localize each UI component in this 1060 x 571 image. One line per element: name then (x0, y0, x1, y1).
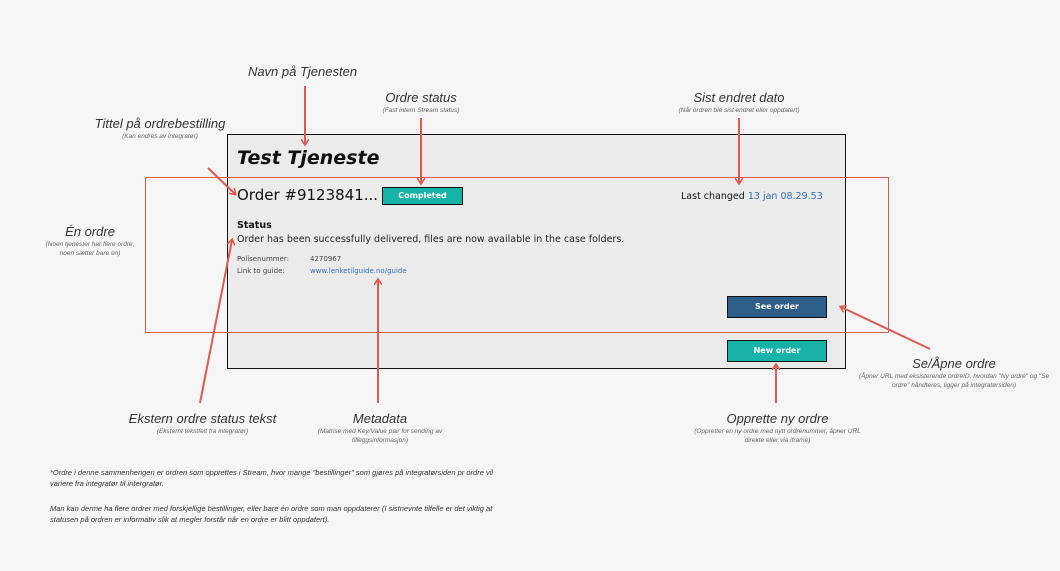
one-order-frame (145, 177, 889, 333)
metadata-key: Polisenummer: (237, 255, 290, 263)
last-changed-date: 13 jan 08.29.53 (747, 191, 823, 202)
guide-link[interactable]: www.lenketilguide.no/guide (310, 267, 407, 275)
annotation-one-order-sub: (Noen tjenester har flere ordre, noen sæ… (45, 241, 135, 257)
service-title: Test Tjeneste (237, 147, 380, 169)
annotation-create-order-sub: (Oppretter en ny ordre med nytt ordrenum… (694, 428, 861, 444)
annotation-order-status-sub: (Fast intern Stream status) (382, 107, 460, 114)
annotation-external-status: Ekstern ordre status tekst (128, 411, 277, 426)
annotation-metadata-sub: (Matrise med Key/Value pair for sending … (317, 428, 443, 444)
annotation-last-changed: Sist endret dato (693, 90, 785, 105)
see-order-button[interactable]: See order (727, 296, 827, 318)
annotation-open-order-sub: (Åpner URL med eksisterende ordreID, hvo… (858, 373, 1050, 389)
metadata-key: Link to guide: (237, 267, 285, 275)
status-badge: Completed (382, 187, 463, 205)
arrow-external-status (199, 240, 232, 404)
last-changed: Last changed 13 jan 08.29.53 (681, 191, 823, 202)
order-title: Order #9123841... (237, 186, 379, 204)
metadata-value: 4270967 (310, 255, 342, 263)
annotation-order-status: Ordre status (385, 90, 457, 105)
annotation-order-title-sub: (Kan endres av integratør) (122, 133, 198, 140)
annotation-order-title: Tittel på ordrebestilling (94, 116, 226, 131)
annotation-last-changed-sub: (Når ordren ble sist endret eller oppdat… (678, 107, 800, 114)
arrow-order-title (207, 167, 235, 194)
annotation-metadata: Metadata (352, 411, 408, 426)
footnote: Man kan derme ha flere ordrer med forskj… (50, 504, 493, 524)
service-card (227, 134, 846, 369)
new-order-button[interactable]: New order (727, 340, 827, 362)
annotation-external-status-sub: (Eksternt tekstfelt fra integratør) (156, 428, 249, 435)
status-text: Order has been successfully delivered, f… (237, 234, 625, 245)
status-heading: Status (237, 220, 272, 231)
annotation-service-name: Navn på Tjenesten (247, 64, 358, 79)
annotation-open-order: Se/Åpne ordre (912, 356, 996, 371)
last-changed-label: Last changed (681, 191, 745, 202)
annotation-create-order: Opprette ny ordre (726, 411, 829, 426)
annotation-one-order: Én ordre (65, 224, 115, 239)
arrow-open-order (841, 307, 931, 350)
footnote: *Ordre i denne sammenhengen er ordren so… (50, 468, 494, 488)
